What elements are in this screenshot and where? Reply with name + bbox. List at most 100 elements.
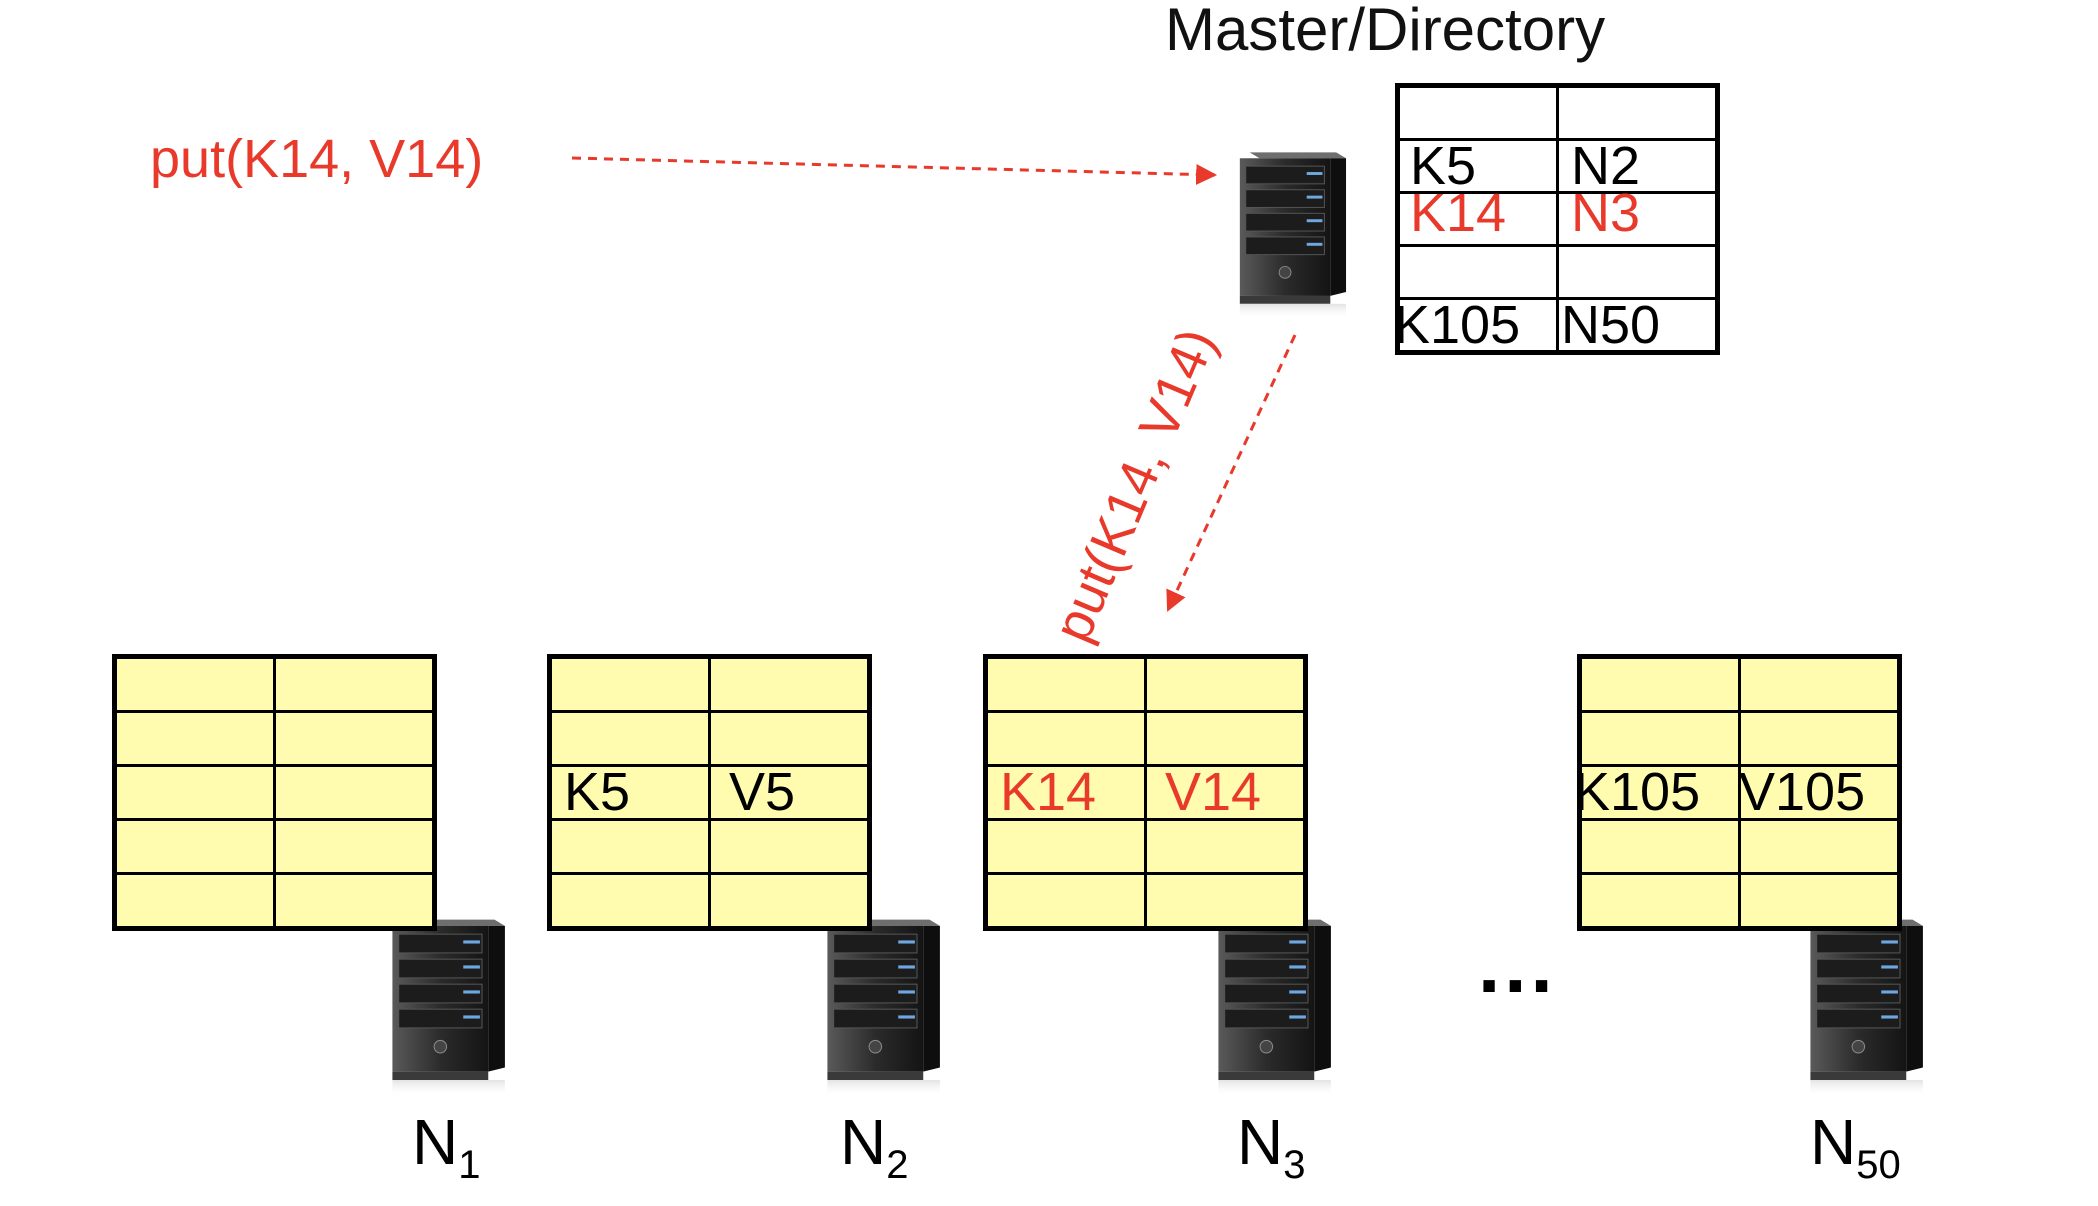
node-value-cell — [273, 764, 436, 821]
node-value-cell — [1738, 872, 1901, 930]
node-value-cell — [1738, 710, 1901, 767]
directory-node: N2 — [1571, 136, 1641, 196]
node-key-cell — [113, 764, 276, 821]
client-to-master-arrow — [571, 156, 1218, 185]
node-kv-row — [984, 872, 1307, 930]
node-key-cell — [548, 710, 711, 767]
node-value: V14 — [1165, 762, 1262, 822]
node-kv-row — [984, 655, 1307, 713]
directory-key: K105 — [1394, 295, 1521, 355]
directory-node-cell: N2 — [1556, 136, 1719, 196]
node-value: V105 — [1739, 762, 1866, 822]
node-key-cell: K105 — [1574, 764, 1741, 821]
node-key-cell: K14 — [984, 762, 1147, 822]
node-label-name: N — [1237, 1106, 1284, 1178]
directory-node-cell — [1556, 84, 1719, 141]
node-label-name: N — [412, 1106, 459, 1178]
node-kv-row: K14 V14 — [984, 762, 1307, 822]
directory-key: K14 — [1410, 183, 1507, 243]
node-value-cell: V105 — [1738, 762, 1901, 822]
node-kv-row — [113, 710, 436, 767]
node-value-cell — [1144, 872, 1307, 930]
master-title: Master/Directory — [1165, 0, 1606, 63]
node-key-cell — [113, 872, 276, 930]
node-value-cell — [1144, 818, 1307, 875]
node-kv-row — [1578, 818, 1901, 875]
more-nodes-ellipsis: ... — [1478, 920, 1557, 1009]
client-put-label: put(K14, V14) — [150, 129, 484, 189]
node-server-icon — [817, 910, 942, 1105]
node-label: N2 — [840, 1110, 908, 1185]
node-kv-row — [984, 818, 1307, 875]
node-value-cell — [273, 818, 436, 875]
directory-key-cell: K14 — [1396, 186, 1559, 247]
node-value-cell — [708, 818, 871, 875]
node-key-cell — [548, 655, 711, 713]
node-label-name: N — [840, 1106, 887, 1178]
master-server-icon — [1230, 138, 1348, 333]
node-label-subscript: 1 — [458, 1143, 481, 1187]
node-key-cell — [1578, 818, 1741, 875]
node-value-cell — [1144, 655, 1307, 713]
node-key-cell — [1578, 710, 1741, 767]
node-kv-row: K105 V105 — [1574, 762, 1901, 822]
node-key: K105 — [1574, 762, 1701, 822]
node-key-cell — [1578, 872, 1741, 930]
node-kv-row — [548, 872, 871, 930]
node-kv-table: K5 V5 — [547, 654, 872, 931]
node-label-subscript: 3 — [1283, 1143, 1306, 1187]
node-value-cell: V14 — [1144, 762, 1307, 822]
directory-key-cell — [1396, 84, 1559, 141]
node-value-cell — [708, 710, 871, 767]
node-value-cell — [273, 710, 436, 767]
node-key-cell — [984, 710, 1147, 767]
node-key-cell — [984, 872, 1147, 930]
directory-node-cell — [1556, 244, 1719, 300]
node-kv-row — [113, 818, 436, 875]
directory-node-cell: N50 — [1556, 295, 1719, 355]
node-key-cell — [984, 818, 1147, 875]
directory-node: N3 — [1571, 183, 1641, 243]
node-kv-row — [1578, 710, 1901, 767]
node-value-cell: V5 — [708, 762, 871, 822]
directory-row — [1396, 84, 1719, 141]
directory-key-cell: K105 — [1394, 297, 1559, 354]
directory-row — [1396, 244, 1719, 300]
node-kv-row — [113, 764, 436, 821]
node-value-cell — [1738, 655, 1901, 713]
node-kv-row — [113, 655, 436, 713]
node-value: V5 — [729, 762, 796, 822]
node-label: N3 — [1237, 1110, 1305, 1185]
node-server-icon — [1208, 910, 1333, 1105]
node-key-cell — [548, 818, 711, 875]
node-label: N1 — [412, 1110, 480, 1185]
node-label-subscript: 2 — [886, 1143, 909, 1187]
node-kv-table: K14 V14 — [983, 654, 1308, 931]
node-key: K5 — [564, 762, 631, 822]
node-kv-row — [548, 710, 871, 767]
node-label-subscript: 50 — [1856, 1143, 1901, 1187]
node-key: K14 — [1000, 762, 1097, 822]
node-kv-row: K5 V5 — [548, 762, 871, 822]
node-key-cell — [984, 655, 1147, 713]
node-server-icon — [1800, 910, 1925, 1105]
directory-node: N50 — [1561, 295, 1661, 355]
node-label-name: N — [1810, 1106, 1857, 1178]
node-value-cell — [273, 872, 436, 930]
node-kv-row — [548, 818, 871, 875]
node-key-cell — [548, 872, 711, 930]
node-key-cell: K5 — [548, 762, 711, 822]
node-key-cell — [1578, 655, 1741, 713]
node-kv-row — [548, 655, 871, 713]
directory-node-cell: N3 — [1556, 186, 1719, 247]
node-kv-row — [984, 710, 1307, 767]
node-value-cell — [1738, 818, 1901, 875]
node-server-icon — [382, 910, 507, 1105]
directory-key-cell — [1396, 244, 1559, 300]
node-key-cell — [113, 655, 276, 713]
node-value-cell — [1144, 710, 1307, 767]
node-kv-row — [1578, 655, 1901, 713]
